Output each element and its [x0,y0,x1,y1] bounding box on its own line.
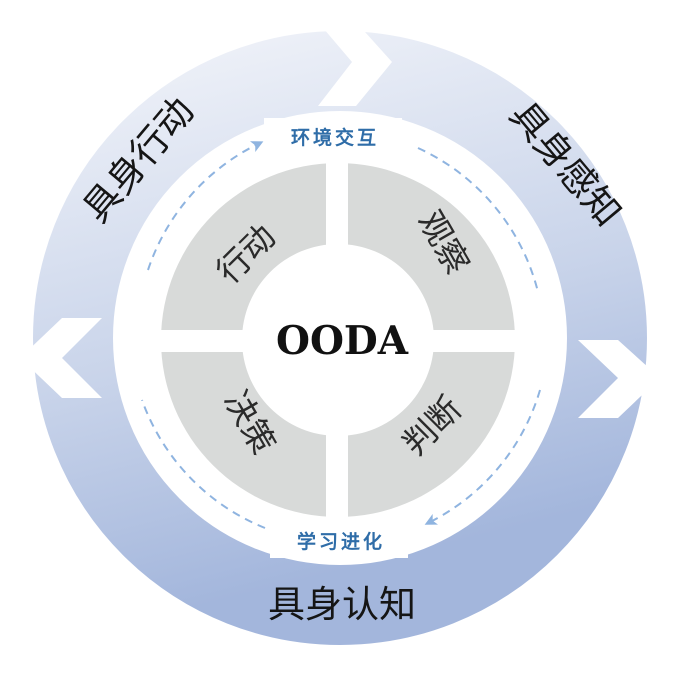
label-embodied-cognition: 具身认知 [268,583,416,626]
cycle-arrows [141,141,541,529]
dashed-arrow-right [424,389,541,525]
outer-ring [20,22,660,645]
dashed-arrow-top [417,147,539,293]
ring-chevron-top [318,22,392,106]
box-environment-interaction-label: 环境交互 [291,126,379,149]
dashed-arrow-top-left [147,141,264,271]
ring-chevron-right [578,340,660,418]
box-learning-evolution-label: 学习进化 [297,530,385,553]
ooda-quadrants [160,160,516,520]
center-title: OODA [276,318,409,364]
box-learning-evolution: 学习进化 [270,522,408,558]
ring-chevron-left [20,318,102,398]
box-environment-interaction: 环境交互 [264,118,402,154]
dashed-arrow-bottom-left [141,399,266,529]
